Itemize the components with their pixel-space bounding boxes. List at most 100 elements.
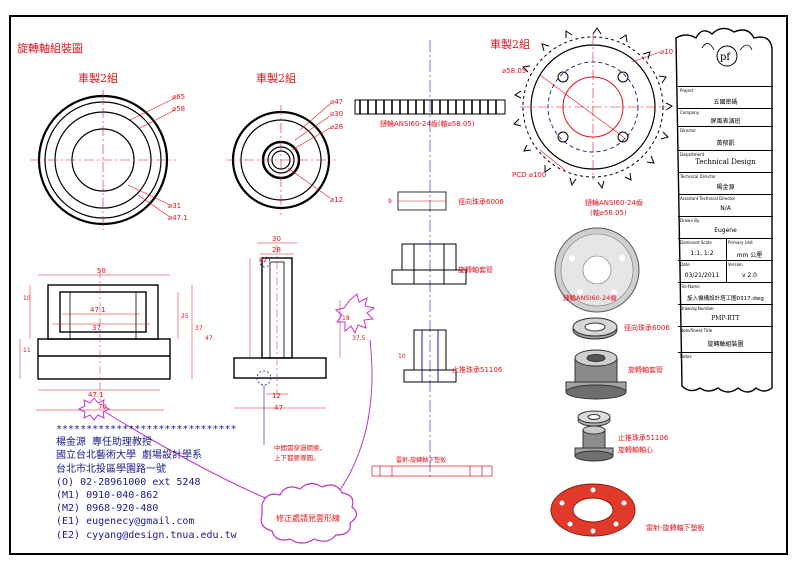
tb-date-value: 03/21/2011	[684, 272, 720, 279]
contact-phone-m2: (M2) 0968-920-480	[56, 503, 159, 515]
tb-drawn: Drawn By Eugene	[678, 216, 773, 239]
contact-address: 台北市北投區學園路一號	[56, 463, 166, 475]
dim-47-b: 47	[274, 404, 283, 412]
tb-assistant: Assistant Technical Director N/A	[678, 194, 773, 217]
tb-drawing-label: Drawing Number	[680, 306, 714, 311]
dim-70: 70	[98, 403, 107, 411]
tb-tech-director: Technical Director 楊金源	[678, 172, 773, 195]
dim-r2: R2	[259, 257, 267, 264]
dim-d58: ⌀58	[172, 105, 185, 113]
left-plan-view	[30, 90, 176, 230]
sprocket-3d	[554, 227, 640, 313]
dim-37: 37	[92, 324, 101, 332]
sprocket-top-label: 鏈輪ANSI60-24齒(軸⌀58.05)	[380, 119, 475, 128]
dim-37-5: 37.5	[352, 335, 366, 342]
dim-28: 28	[272, 246, 281, 254]
logo-text: pf	[720, 52, 731, 63]
revision-cloud	[260, 482, 358, 544]
sprocket-teeth	[513, 27, 673, 190]
mid-elevation-dims	[234, 242, 341, 409]
bearing-3d	[572, 317, 618, 340]
mid-side-elevation	[233, 245, 327, 395]
dim-d12: ⌀12	[330, 196, 343, 204]
tb-director-label: Director	[680, 128, 697, 133]
tb-scale-value: 1:1, 1:2	[690, 250, 714, 257]
tb-tech-director-label: Technical Director	[680, 174, 716, 179]
tb-company-value: 屏風表演班	[710, 118, 741, 125]
left-set-label: 車製2組	[78, 71, 118, 85]
sprocket-right-label-2: (軸⌀58.05)	[590, 208, 627, 217]
logo-flourish	[701, 43, 753, 51]
dim-12: 12	[272, 392, 281, 400]
tb-assistant-value: N/A	[720, 205, 731, 212]
housing-3d	[565, 349, 627, 400]
dim-10: 10	[398, 353, 406, 360]
plate-label-a: 雷射-旋轉軸下墊板	[396, 456, 446, 464]
thrust-label-a: 止推珠承51106	[452, 365, 503, 374]
tb-company-label: Company	[680, 110, 700, 115]
mid-note-line1: 中間需穿過鋼索，	[274, 443, 326, 452]
tb-file-value: 旋入機構設計塔工圖0317.dwg	[687, 296, 764, 302]
contact-block: ****************************** 楊金源 專任助理教…	[56, 423, 266, 542]
contact-email-1: (E1) eugenecy@gmail.com	[56, 516, 195, 528]
tb-scale: Dominant Scale Primary Unit 1:1, 1:2 mm …	[678, 238, 773, 283]
dim-47-1-b: 47.1	[88, 391, 104, 399]
contact-school: 國立台北藝術大學 劇場設計學系	[56, 450, 203, 462]
tb-drawn-value: Eugene	[714, 227, 737, 234]
bearing-6006-side	[397, 191, 447, 211]
tb-file-label: File Name	[680, 284, 700, 289]
contact-phone-office: (O) 02-28961000 ext 5248	[56, 476, 201, 488]
mid-note-line2: 上下都要導圓。	[274, 453, 320, 462]
sprocket-plan-view	[520, 34, 666, 180]
dim-d65: ⌀65	[172, 93, 185, 101]
tb-department-value: Technical Design	[695, 158, 756, 166]
core-side	[403, 329, 457, 383]
tb-department-label: Department	[680, 152, 705, 157]
tb-version-value: v 2.0	[742, 272, 757, 279]
tb-note-label: Note/Sheet Title	[680, 328, 713, 333]
tb-version-label: Version	[728, 262, 743, 267]
revision-starburst-left	[77, 397, 111, 421]
dim-d58-05: ⌀58.05	[502, 67, 526, 75]
mid-set-label: 車製2組	[256, 71, 296, 85]
dim-d28: ⌀28	[330, 123, 343, 131]
bearing-6006-label-b: 徑向珠承6006	[624, 323, 670, 332]
detail-circle-bottom	[256, 370, 272, 386]
title-block-frame	[675, 27, 773, 393]
dim-d10: ⌀10	[660, 48, 673, 56]
dim-d30: ⌀30	[330, 110, 343, 118]
dim-11: 11	[23, 347, 31, 354]
tb-tech-director-value: 楊金源	[716, 184, 735, 191]
housing-label-a: 旋轉軸套管	[458, 265, 493, 274]
revision-starburst-mid	[334, 293, 376, 335]
plate-side	[371, 465, 493, 477]
dim-37-v: 37	[195, 325, 203, 332]
mid-plan-view	[226, 103, 336, 215]
dim-47-1: 47.1	[90, 306, 106, 314]
title-block: Project 五國密碼 Company 屏風表演班 Director 黃郁凱 …	[678, 80, 773, 380]
dim-d31: ⌀31	[168, 202, 181, 210]
right-set-label: 車製2組	[490, 37, 530, 51]
dim-25: 25	[181, 313, 189, 320]
contact-name: 楊金源 專任助理教授	[56, 437, 153, 449]
dim-10-b: 10	[23, 295, 31, 302]
tb-drawing-number: Drawing Number PMP-RTT	[678, 304, 773, 327]
tb-file: File Name 旋入機構設計塔工圖0317.dwg	[678, 282, 773, 305]
thrust-label-b: 止推珠承51106	[618, 433, 669, 442]
contact-email-2: (E2) cyyang@design.tnua.edu.tw	[56, 529, 237, 541]
dim-30: 30	[272, 235, 281, 243]
tb-drawing-value: PMP-RTT	[711, 315, 740, 322]
dim-d47: ⌀47	[330, 98, 343, 106]
bearing-6006-label-a: 徑向珠承6006	[458, 197, 504, 206]
thrust-3d	[577, 410, 611, 427]
sprocket-3d-label: 鏈輪ANSI60-24齒	[563, 293, 617, 302]
plate-3d	[550, 483, 636, 537]
housing-label-b: 旋轉軸套管	[628, 365, 663, 374]
dim-9: 9	[388, 198, 392, 205]
tb-project: Project 五國密碼	[678, 86, 773, 109]
tb-sheet-title: Note/Sheet Title 旋轉軸組裝圖	[678, 326, 773, 353]
tb-assistant-label: Assistant Technical Director	[680, 196, 736, 201]
tb-date-label: Date	[680, 262, 690, 267]
dim-d47-1: ⌀47.1	[168, 214, 188, 222]
